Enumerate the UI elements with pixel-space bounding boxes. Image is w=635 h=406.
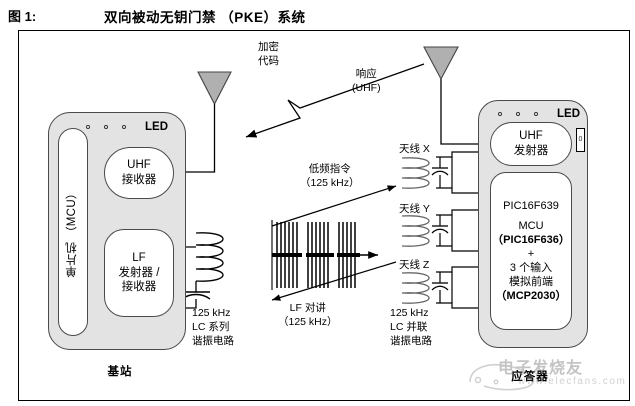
pic-inputs-label: 3 个输入	[509, 262, 553, 275]
lc-series-line3: 谐振电路	[192, 335, 234, 348]
pic-frontend-label: 模拟前端	[509, 276, 553, 289]
uhf-transmitter-line2: 发射器	[513, 145, 549, 157]
led-indicator-icon	[516, 112, 520, 116]
transponder-caption: 应答器	[511, 371, 549, 383]
pic-mcu-part: （PIC16F636）	[492, 233, 570, 246]
lc-parallel-line3: 谐振电路	[390, 335, 432, 348]
pic-part-number: PIC16F639	[503, 199, 559, 212]
antenna-z-label: 天线 Z	[399, 259, 430, 271]
lf-command-line1: 低频指令	[308, 163, 351, 175]
lf-talkback-line1: LF 对讲	[289, 302, 326, 314]
encrypted-code-line1: 加密	[258, 41, 279, 53]
base-station-uhf-receiver-block: UHF 接收器	[104, 147, 174, 199]
diagram-frame	[18, 30, 630, 401]
uhf-response-line1: 响应	[355, 68, 377, 80]
lf-talkback-label: LF 对讲 （125 kHz）	[278, 302, 338, 329]
transponder-pic-mcu-block: PIC16F639 MCU （PIC16F636） + 3 个输入 模拟前端 （…	[490, 172, 572, 330]
figure-title-row: 图 1: 双向被动无钥门禁 （PKE）系统	[8, 6, 628, 28]
base-station-caption: 基站	[107, 366, 133, 378]
led-indicator-icon	[498, 112, 502, 116]
lf-talkback-line2: （125 kHz）	[278, 315, 338, 328]
lc-parallel-line1: 125 kHz	[390, 307, 429, 319]
transponder-side-button[interactable]: 0	[576, 128, 585, 152]
uhf-response-label: 响应 (UHF)	[352, 68, 381, 95]
lf-transceiver-line3: 接收器	[121, 281, 157, 294]
transponder-led-row: LED	[498, 108, 580, 120]
base-station-lf-transceiver-block: LF 发射器 / 接收器	[104, 229, 174, 317]
antenna-x-label: 天线 X	[399, 143, 430, 155]
transponder-led-label: LED	[557, 108, 580, 120]
lf-command-label: 低频指令 （125 kHz）	[300, 163, 360, 190]
base-station-mcu-block: 单片机 （MCU）	[58, 128, 88, 336]
antenna-y-label: 天线 Y	[399, 203, 430, 215]
pic-mcu-label: MCU	[518, 219, 544, 232]
uhf-receiver-line1: UHF	[127, 159, 151, 172]
lf-transceiver-line2: 发射器 /	[118, 266, 160, 279]
lc-series-line2: LC 系列	[192, 321, 230, 334]
led-indicator-icon	[104, 125, 108, 129]
diagram-frame-right-edge	[629, 30, 631, 401]
encrypted-code-line2: 代码	[258, 54, 279, 67]
uhf-receiver-line2: 接收器	[121, 174, 157, 186]
uhf-response-line2: (UHF)	[352, 81, 381, 94]
encrypted-code-label: 加密 代码	[258, 41, 279, 68]
transponder-uhf-transmitter-block: UHF 发射器	[490, 122, 572, 166]
led-indicator-icon	[534, 112, 538, 116]
base-station-led-label: LED	[145, 121, 168, 133]
led-indicator-icon	[86, 125, 90, 129]
base-station-led-row: LED	[86, 121, 168, 133]
figure-label: 图 1:	[8, 9, 37, 24]
led-indicator-icon	[122, 125, 126, 129]
pic-plus-sign: +	[527, 247, 535, 260]
lc-series-line1: 125 kHz	[192, 307, 231, 319]
transponder-lc-note: 125 kHz LC 并联 谐振电路	[390, 306, 432, 349]
lf-command-line2: （125 kHz）	[300, 176, 360, 189]
base-station-mcu-label: 单片机 （MCU）	[66, 186, 79, 278]
pic-frontend-part: （MCP2030）	[495, 290, 567, 303]
figure-title: 双向被动无钥门禁 （PKE）系统	[104, 10, 306, 25]
lf-transceiver-line1: LF	[132, 251, 146, 264]
uhf-transmitter-line1: UHF	[519, 130, 543, 143]
lc-parallel-line2: LC 并联	[390, 321, 428, 334]
base-station-lc-note: 125 kHz LC 系列 谐振电路	[192, 306, 234, 349]
